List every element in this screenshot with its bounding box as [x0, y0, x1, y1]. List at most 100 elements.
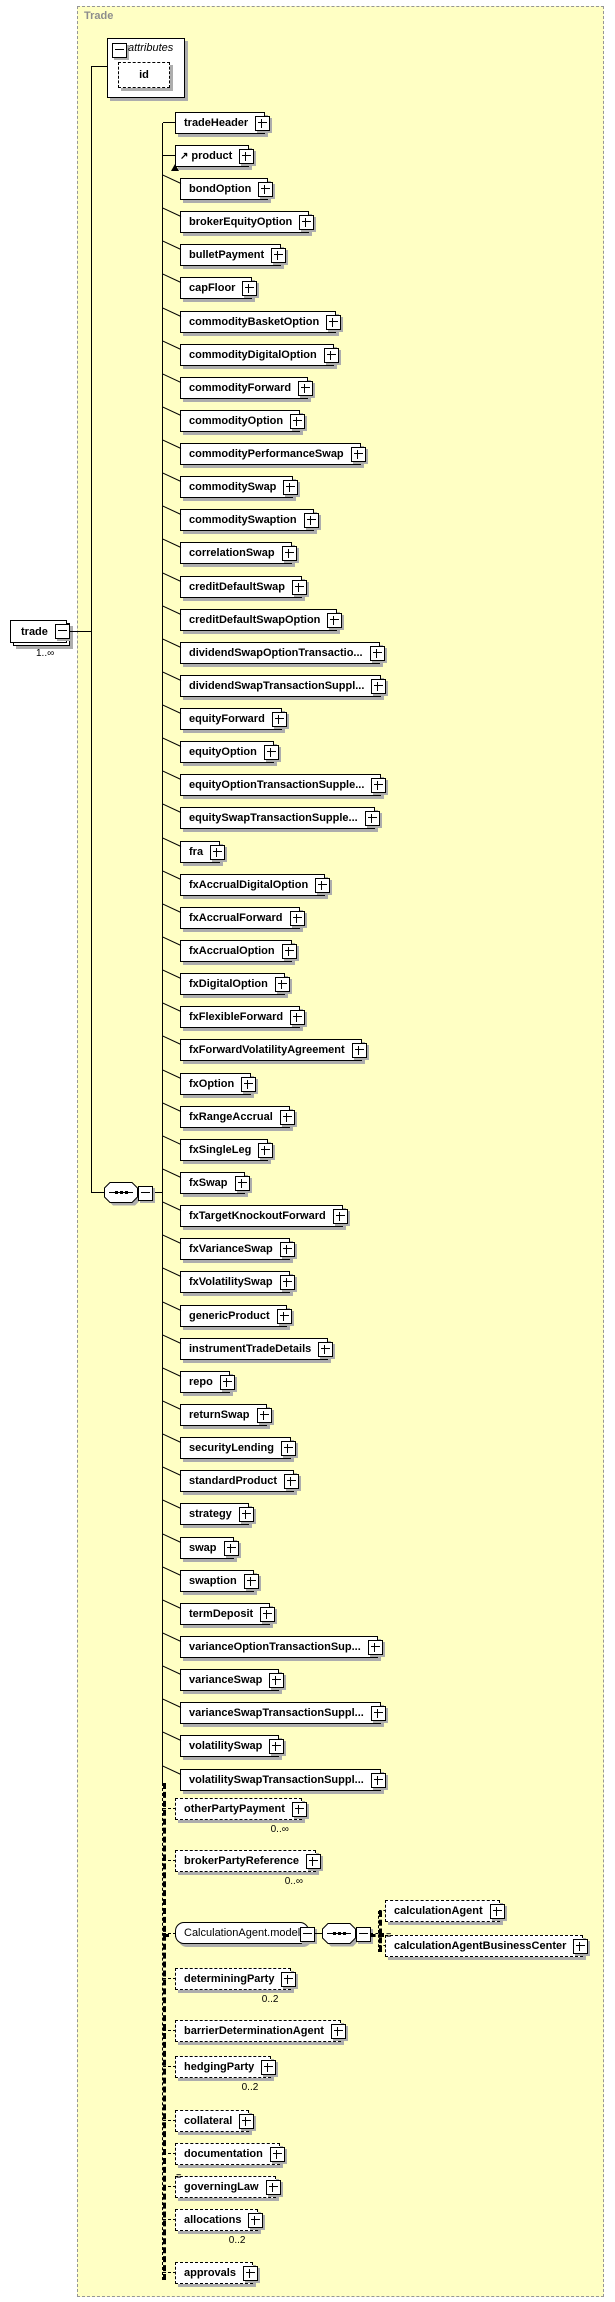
element-strategy[interactable]: strategy: [180, 1503, 254, 1525]
expand-button[interactable]: [210, 844, 226, 860]
element-securityLending[interactable]: securityLending: [180, 1437, 296, 1459]
expand-button[interactable]: [248, 2212, 264, 2228]
expand-button[interactable]: [234, 1175, 250, 1191]
element-swaption[interactable]: swaption: [180, 1570, 259, 1592]
expand-button[interactable]: [269, 1672, 285, 1688]
element-barrierDeterminationAgent[interactable]: barrierDeterminationAgent: [163, 2020, 346, 2042]
element-fxSingleLeg[interactable]: fxSingleLeg: [180, 1139, 274, 1161]
element-swap[interactable]: swap: [180, 1537, 239, 1559]
element-fra[interactable]: fra: [180, 841, 226, 863]
element-fxForwardVolatilityAgreement[interactable]: fxForwardVolatilityAgreement: [180, 1039, 367, 1061]
expand-button[interactable]: [371, 777, 387, 793]
expand-button[interactable]: [265, 2179, 281, 2195]
expand-button[interactable]: [242, 2265, 258, 2281]
expand-button[interactable]: [239, 2113, 255, 2129]
root-element-trade[interactable]: trade: [10, 620, 70, 643]
expand-button[interactable]: [280, 1440, 296, 1456]
element-correlationSwap[interactable]: correlationSwap: [180, 542, 297, 564]
element-fxSwap[interactable]: fxSwap: [180, 1172, 250, 1194]
element-tradeHeader[interactable]: tradeHeader: [162, 112, 271, 134]
element-creditDefaultSwapOption[interactable]: creditDefaultSwapOption: [180, 609, 343, 631]
expand-button[interactable]: [350, 446, 366, 462]
element-hedgingParty[interactable]: hedgingParty 0..2: [162, 2056, 277, 2093]
expand-button[interactable]: [260, 1606, 276, 1622]
element-approvals[interactable]: approvals: [163, 2262, 258, 2284]
element-fxVarianceSwap[interactable]: fxVarianceSwap: [180, 1238, 295, 1260]
element-equitySwapTransactionSupple[interactable]: equitySwapTransactionSupple...: [180, 807, 380, 829]
element-determiningParty[interactable]: determiningParty 0..2: [162, 1968, 297, 2005]
expand-button[interactable]: [281, 545, 297, 561]
expand-button[interactable]: [291, 1801, 307, 1817]
element-commodityPerformanceSwap[interactable]: commodityPerformanceSwap: [180, 443, 366, 465]
expand-button[interactable]: [326, 314, 342, 330]
expand-button[interactable]: [241, 1076, 257, 1092]
element-fxAccrualDigitalOption[interactable]: fxAccrualDigitalOption: [180, 874, 331, 896]
element-capFloor[interactable]: capFloor: [180, 277, 258, 299]
element-fxTargetKnockoutForward[interactable]: fxTargetKnockoutForward: [180, 1205, 348, 1227]
element-documentation[interactable]: documentation: [163, 2143, 285, 2165]
expand-button[interactable]: [367, 1639, 383, 1655]
expand-button[interactable]: [279, 1109, 295, 1125]
element-otherPartyPayment[interactable]: otherPartyPayment 0..∞: [163, 1798, 307, 1835]
expand-button[interactable]: [299, 214, 315, 230]
element-fxAccrualForward[interactable]: fxAccrualForward: [180, 907, 305, 929]
expand-button[interactable]: [269, 2146, 285, 2162]
element-fxOption[interactable]: fxOption: [180, 1073, 257, 1095]
expand-button[interactable]: [323, 347, 339, 363]
element-commoditySwaption[interactable]: commoditySwaption: [180, 509, 319, 531]
element-equityOptionTransactionSupple[interactable]: equityOptionTransactionSupple...: [180, 774, 387, 796]
element-bondOption[interactable]: bondOption: [180, 178, 274, 200]
element-varianceOptionTransactionSup[interactable]: varianceOptionTransactionSup...: [180, 1636, 383, 1658]
element-commoditySwap[interactable]: commoditySwap: [180, 476, 299, 498]
expand-button[interactable]: [369, 645, 385, 661]
expand-button[interactable]: [330, 2023, 346, 2039]
element-termDeposit[interactable]: termDeposit: [180, 1603, 276, 1625]
group-collapse-button[interactable]: [300, 1927, 315, 1942]
element-brokerEquityOption[interactable]: brokerEquityOption: [180, 211, 315, 233]
element-genericProduct[interactable]: genericProduct: [180, 1305, 292, 1327]
element-calculationAgent[interactable]: calculationAgent: [379, 1900, 505, 1922]
element-collateral[interactable]: collateral: [162, 2110, 255, 2132]
element-varianceSwap[interactable]: varianceSwap: [180, 1669, 285, 1691]
expand-button[interactable]: [281, 943, 297, 959]
expand-button[interactable]: [261, 2059, 277, 2075]
element-fxVolatilitySwap[interactable]: fxVolatilitySwap: [180, 1271, 295, 1293]
expand-button[interactable]: [371, 678, 387, 694]
element-commodityForward[interactable]: commodityForward: [180, 377, 314, 399]
expand-button[interactable]: [279, 1241, 295, 1257]
element-varianceSwapTransactionSuppl[interactable]: varianceSwapTransactionSuppl...: [180, 1702, 386, 1724]
element-volatilitySwapTransactionSuppl[interactable]: volatilitySwapTransactionSuppl...: [180, 1769, 386, 1791]
group-sequence-collapse-button[interactable]: [356, 1927, 371, 1942]
attribute-id[interactable]: id: [118, 62, 170, 88]
expand-button[interactable]: [263, 744, 279, 760]
expand-button[interactable]: [219, 1374, 235, 1390]
expand-button[interactable]: [289, 910, 305, 926]
attributes-collapse-button[interactable]: [112, 43, 127, 58]
expand-button[interactable]: [243, 1573, 259, 1589]
expand-button[interactable]: [256, 1407, 272, 1423]
expand-button[interactable]: [283, 479, 299, 495]
element-equityOption[interactable]: equityOption: [180, 741, 279, 763]
expand-button[interactable]: [315, 877, 331, 893]
element-creditDefaultSwap[interactable]: creditDefaultSwap: [180, 576, 307, 598]
expand-button[interactable]: [223, 1540, 239, 1556]
expand-button[interactable]: [573, 1938, 589, 1954]
expand-button[interactable]: [290, 413, 306, 429]
element-fxAccrualOption[interactable]: fxAccrualOption: [180, 940, 297, 962]
expand-button[interactable]: [269, 1738, 285, 1754]
element-fxRangeAccrual[interactable]: fxRangeAccrual: [180, 1106, 295, 1128]
expand-button[interactable]: [370, 1705, 386, 1721]
expand-button[interactable]: [489, 1903, 505, 1919]
expand-button[interactable]: [281, 1971, 297, 1987]
element-commodityDigitalOption[interactable]: commodityDigitalOption: [180, 344, 339, 366]
expand-button[interactable]: [274, 976, 290, 992]
element-dividendSwapOptionTransactio[interactable]: dividendSwapOptionTransactio...: [180, 642, 385, 664]
element-volatilitySwap[interactable]: volatilitySwap: [180, 1735, 285, 1757]
element-calculationAgentBusinessCenter[interactable]: calculationAgentBusinessCenter ≡: [378, 1930, 589, 1957]
expand-button[interactable]: [298, 380, 314, 396]
expand-button[interactable]: [370, 1772, 386, 1788]
root-collapse-button[interactable]: [54, 624, 70, 639]
expand-button[interactable]: [332, 1208, 348, 1224]
expand-button[interactable]: [303, 512, 319, 528]
element-allocations[interactable]: allocations 0..2: [162, 2209, 264, 2246]
